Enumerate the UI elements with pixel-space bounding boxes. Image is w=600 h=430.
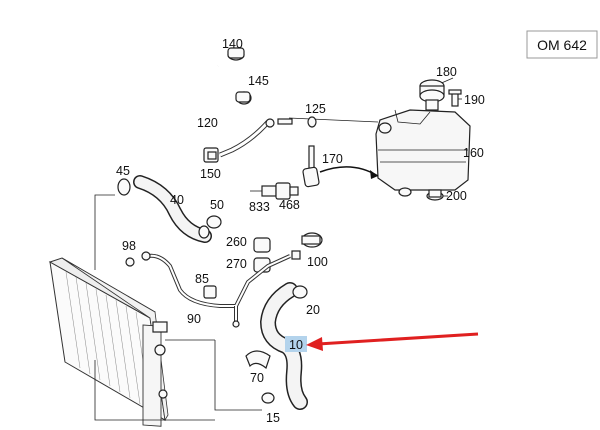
- label-100[interactable]: 100: [307, 255, 328, 269]
- coolant-line-90: [125, 250, 301, 328]
- radiator: [48, 257, 169, 427]
- sensor-group: [250, 145, 379, 200]
- label-120[interactable]: 120: [197, 116, 218, 130]
- part-labels: 140 145 120 125 180 190 160 170 150 833 …: [116, 37, 485, 425]
- clip-150: [203, 147, 219, 163]
- label-150[interactable]: 150: [200, 167, 221, 181]
- label-145[interactable]: 145: [248, 74, 269, 88]
- clamp-70: [245, 350, 271, 370]
- label-85[interactable]: 85: [195, 272, 209, 286]
- label-20[interactable]: 20: [306, 303, 320, 317]
- label-45[interactable]: 45: [116, 164, 130, 178]
- label-468[interactable]: 468: [279, 198, 300, 212]
- label-260[interactable]: 260: [226, 235, 247, 249]
- engine-code-label: OM 642: [537, 37, 587, 53]
- label-170[interactable]: 170: [322, 152, 343, 166]
- expansion-tank: [375, 79, 471, 201]
- label-833[interactable]: 833: [249, 200, 270, 214]
- bleed-hose-assembly: [186, 47, 317, 158]
- label-40[interactable]: 40: [170, 193, 184, 207]
- label-180[interactable]: 180: [436, 65, 457, 79]
- label-70[interactable]: 70: [250, 371, 264, 385]
- label-270[interactable]: 270: [226, 257, 247, 271]
- label-50[interactable]: 50: [210, 198, 224, 212]
- clips-260-270: [253, 232, 323, 273]
- label-190[interactable]: 190: [464, 93, 485, 107]
- label-140[interactable]: 140: [222, 37, 243, 51]
- label-98[interactable]: 98: [122, 239, 136, 253]
- highlight-10: [285, 336, 307, 352]
- label-125[interactable]: 125: [305, 102, 326, 116]
- red-pointer-arrow: [306, 332, 479, 351]
- label-160[interactable]: 160: [463, 146, 484, 160]
- engine-code-box: OM 642: [526, 30, 598, 59]
- label-90[interactable]: 90: [187, 312, 201, 326]
- label-10[interactable]: 10: [289, 338, 303, 352]
- label-15[interactable]: 15: [266, 411, 280, 425]
- upper-radiator-hose: [117, 175, 222, 243]
- label-200[interactable]: 200: [446, 189, 467, 203]
